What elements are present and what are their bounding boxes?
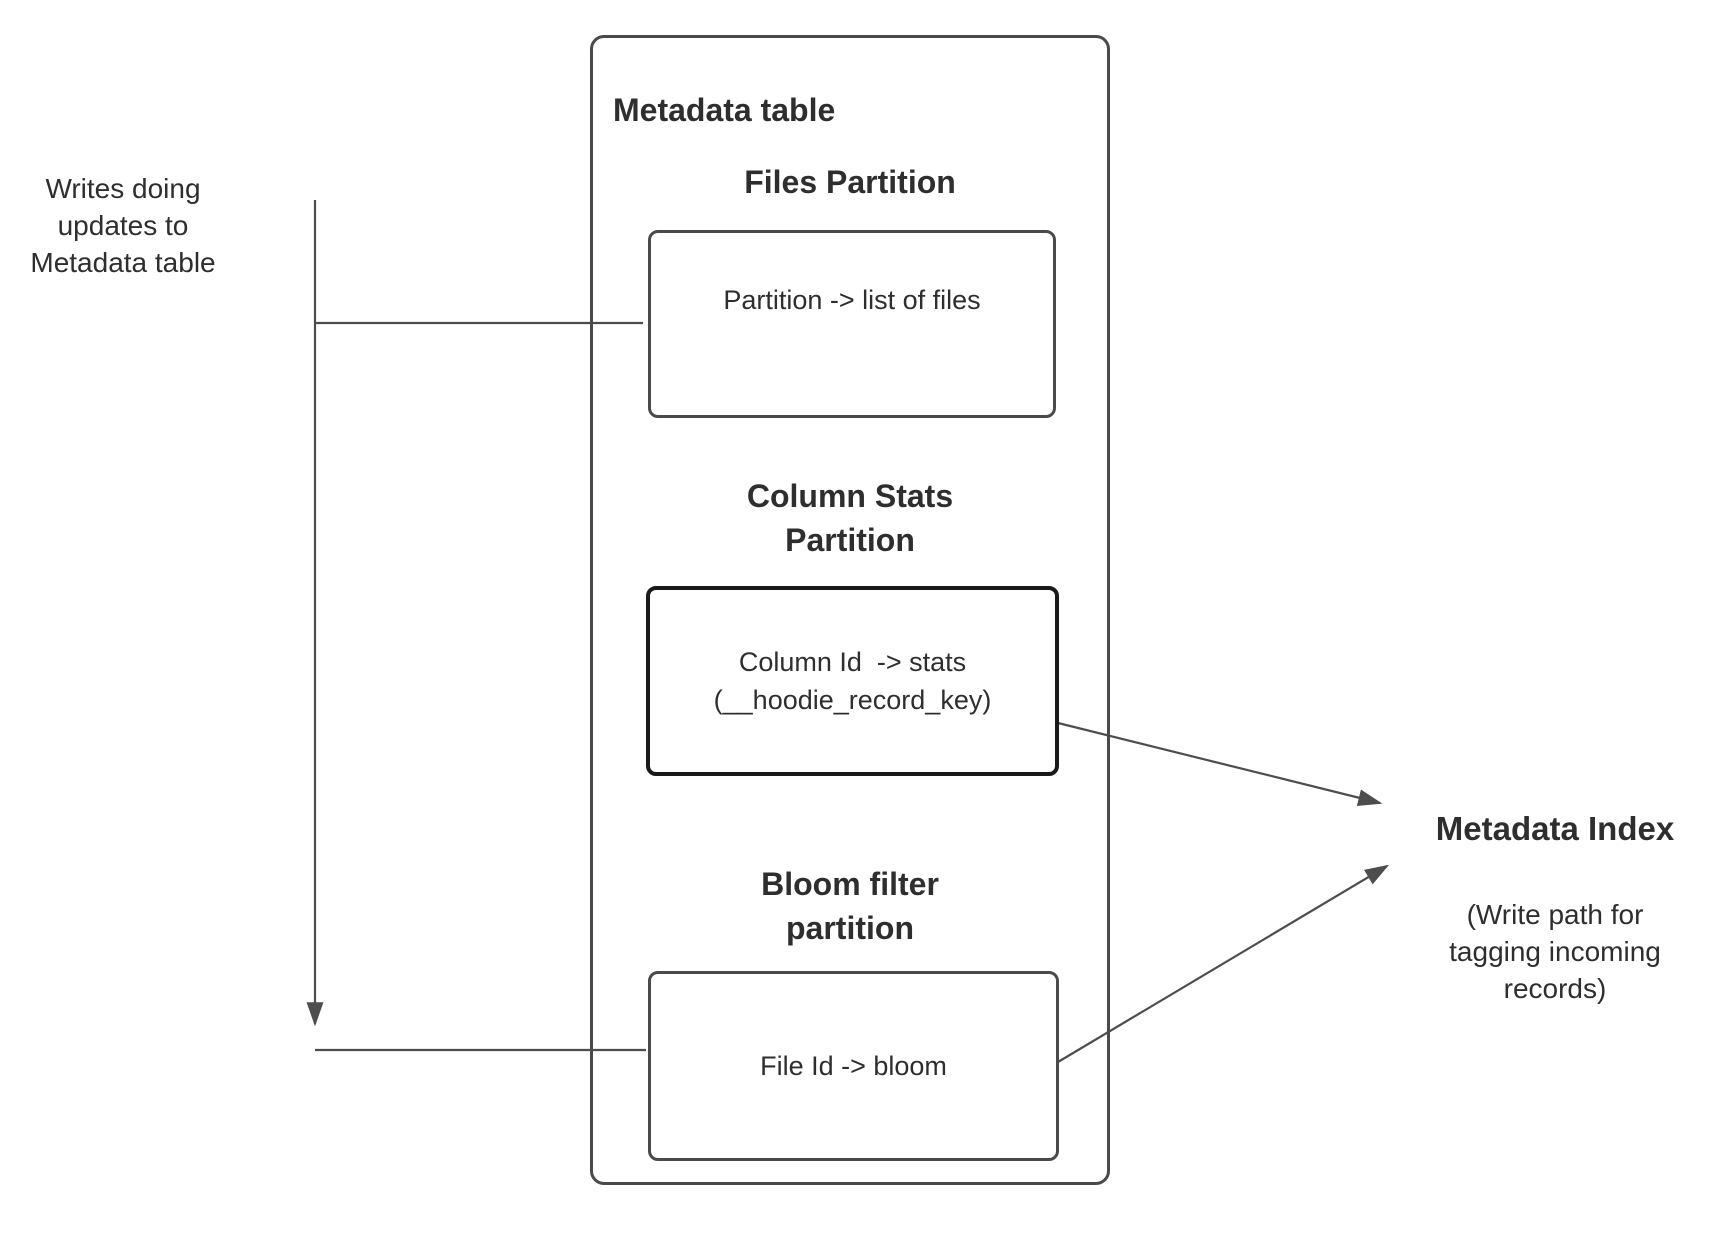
metadata-index-subtitle: (Write path for tagging incoming records… [1449, 899, 1661, 1004]
files-partition-box: Partition -> list of files [648, 230, 1056, 418]
metadata-index-title: Metadata Index [1435, 810, 1675, 847]
metadata-table-box: Metadata table Files Partition Partition… [590, 35, 1110, 1185]
bloom-filter-partition-heading: Bloom filter partition [761, 866, 939, 946]
column-stats-partition-content: Column Id -> stats (__hoodie_record_key) [713, 647, 992, 715]
writes-note: Writes doing updates to Metadata table [30, 173, 216, 278]
bloom-filter-partition-box: File Id -> bloom [648, 971, 1059, 1161]
files-partition-heading: Files Partition [744, 164, 956, 200]
bloom-filter-partition-content: File Id -> bloom [760, 1051, 947, 1081]
column-stats-partition-box: Column Id -> stats (__hoodie_record_key) [646, 586, 1059, 776]
metadata-table-title: Metadata table [613, 92, 836, 128]
bloom-to-index-arrow [1057, 864, 1390, 1063]
column-stats-to-index-arrow [1057, 721, 1383, 806]
files-partition-content: Partition -> list of files [723, 285, 981, 315]
column-stats-partition-heading: Column Stats Partition [746, 478, 954, 558]
